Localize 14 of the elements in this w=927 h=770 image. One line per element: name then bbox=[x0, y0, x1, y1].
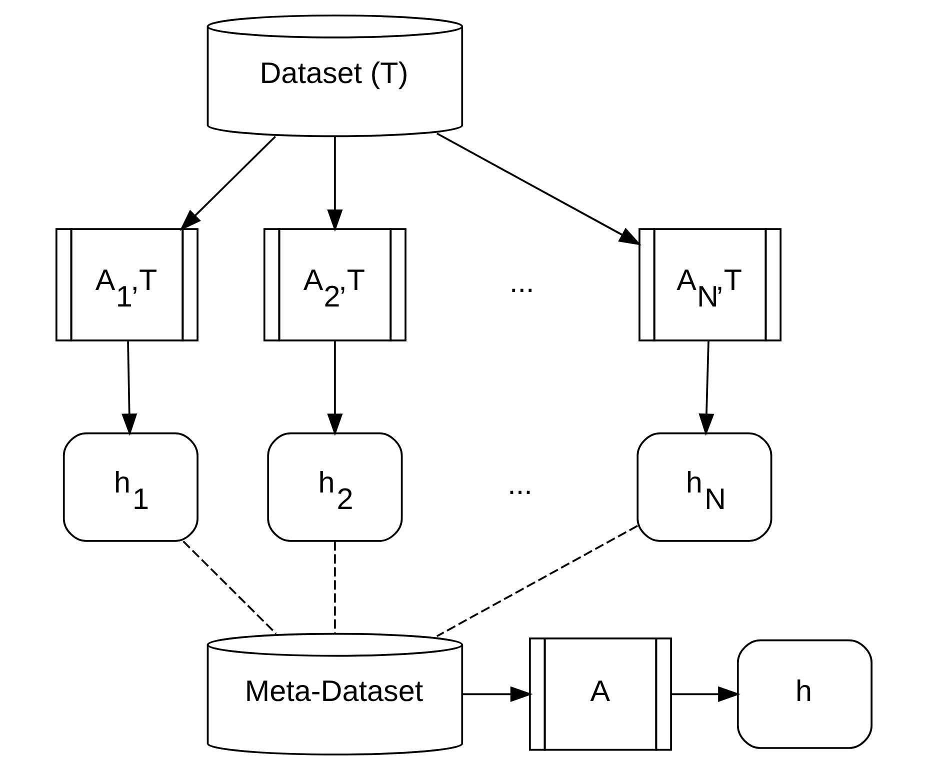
arrow bbox=[326, 340, 342, 436]
node-box: h bbox=[736, 639, 872, 749]
arrow bbox=[326, 136, 342, 232]
label: ... bbox=[508, 266, 534, 299]
connector bbox=[436, 525, 638, 637]
arrow bbox=[179, 136, 276, 231]
arrow bbox=[698, 340, 714, 436]
label: ... bbox=[507, 468, 532, 502]
arrow bbox=[436, 132, 641, 246]
connector bbox=[334, 541, 336, 634]
arrow bbox=[121, 340, 137, 436]
arrow bbox=[670, 686, 740, 702]
arrow bbox=[462, 686, 532, 702]
connector bbox=[182, 540, 276, 634]
